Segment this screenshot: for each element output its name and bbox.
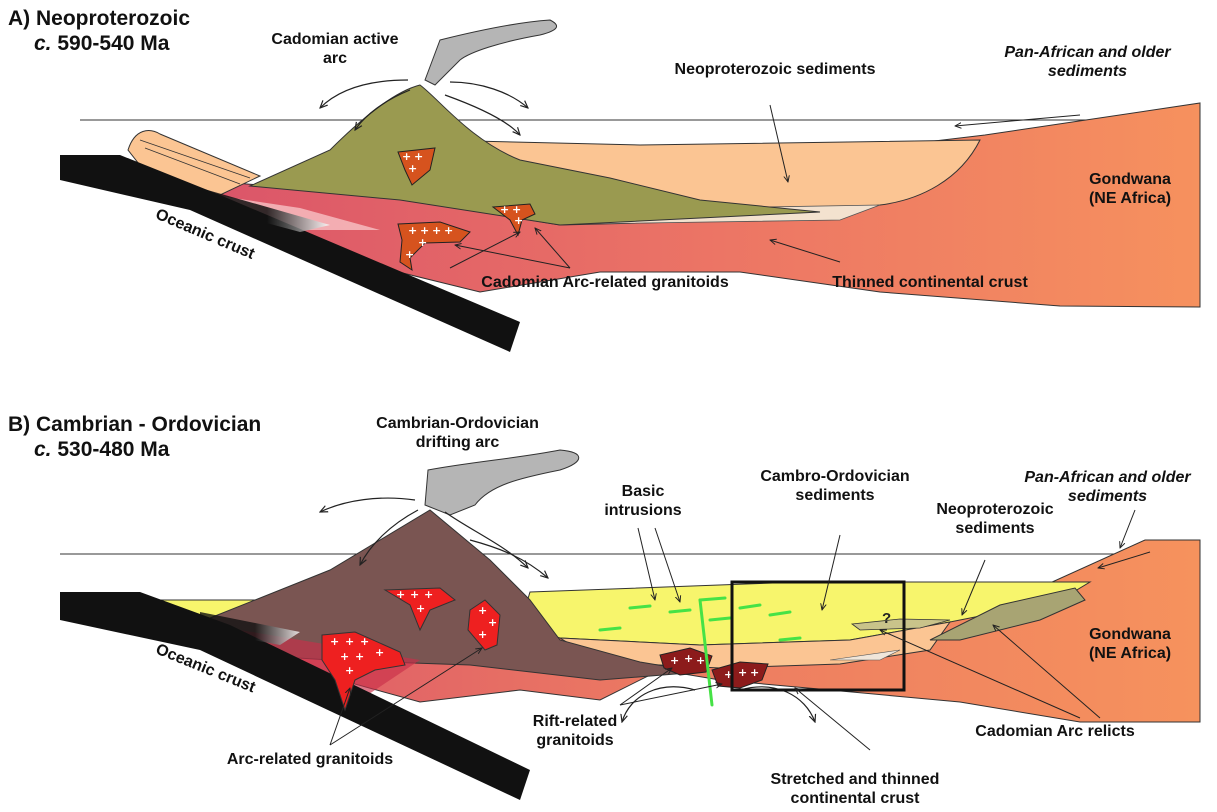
label-stretched-crust: Stretched and thinned continental crust: [760, 770, 950, 808]
pointer-arrow-icon: [1120, 510, 1135, 548]
svg-text:+: +: [670, 654, 679, 667]
svg-text:+: +: [432, 224, 441, 237]
svg-text:+: +: [418, 236, 427, 249]
svg-text:+: +: [375, 646, 384, 659]
svg-text:+: +: [500, 203, 509, 216]
label-cadomian-arc: Cadomian active arc: [270, 30, 400, 68]
age-prefix: c.: [34, 438, 52, 461]
svg-text:+: +: [750, 666, 759, 679]
svg-text:+: +: [514, 214, 523, 227]
curved-arrow-icon: [740, 687, 815, 722]
svg-text:+: +: [478, 628, 487, 641]
age-prefix: c.: [34, 32, 52, 55]
pointer-arrow-icon: [795, 688, 870, 750]
ash-plume-icon: [425, 450, 579, 515]
label-cadomian-relicts: Cadomian Arc relicts: [950, 722, 1160, 741]
svg-text:+: +: [488, 616, 497, 629]
curved-arrow-icon: [450, 82, 528, 108]
svg-text:+: +: [478, 604, 487, 617]
svg-text:+: +: [396, 588, 405, 601]
svg-text:+: +: [345, 635, 354, 648]
svg-text:+: +: [408, 224, 417, 237]
label-neoproterozoic-sediments: Neoproterozoic sediments: [655, 60, 895, 79]
svg-text:+: +: [340, 650, 349, 663]
svg-text:+: +: [410, 588, 419, 601]
question-mark: ?: [882, 610, 891, 627]
label-pan-african-b: Pan-African and older sediments: [1015, 468, 1200, 506]
svg-text:+: +: [424, 588, 433, 601]
label-cambro-ordovician-sediments: Cambro-Ordovician sediments: [760, 467, 910, 505]
svg-text:+: +: [408, 162, 417, 175]
panel-a-title: A) Neoproterozoic c. 590-540 Ma: [8, 6, 190, 56]
label-rift-granitoids: Rift-related granitoids: [520, 712, 630, 750]
label-arc-granitoids: Arc-related granitoids: [200, 750, 420, 769]
label-pan-african: Pan-African and older sediments: [995, 43, 1180, 81]
svg-text:+: +: [360, 635, 369, 648]
panel-b-heading: B) Cambrian - Ordovician: [8, 413, 261, 436]
label-gondwana-b: Gondwana (NE Africa): [1075, 625, 1185, 663]
svg-text:+: +: [416, 602, 425, 615]
panel-a-heading: A) Neoproterozoic: [8, 7, 190, 30]
svg-text:+: +: [684, 652, 693, 665]
panel-a-age: c. 590-540 Ma: [8, 31, 190, 56]
label-drifting-arc: Cambrian-Ordovician drifting arc: [360, 414, 555, 452]
curved-arrow-icon: [320, 498, 415, 512]
svg-text:+: +: [330, 635, 339, 648]
svg-text:+: +: [738, 666, 747, 679]
panel-b-title: B) Cambrian - Ordovician c. 530-480 Ma: [8, 412, 261, 462]
svg-text:+: +: [696, 654, 705, 667]
age-value: 590-540 Ma: [57, 32, 169, 55]
age-value: 530-480 Ma: [57, 438, 169, 461]
ash-plume-icon: [425, 20, 557, 85]
svg-text:+: +: [345, 664, 354, 677]
label-cadomian-granitoids: Cadomian Arc-related granitoids: [450, 273, 760, 292]
svg-text:+: +: [444, 224, 453, 237]
svg-text:+: +: [355, 650, 364, 663]
label-gondwana-a: Gondwana (NE Africa): [1075, 170, 1185, 208]
label-basic-intrusions: Basic intrusions: [598, 482, 688, 520]
panel-b-age: c. 530-480 Ma: [8, 437, 261, 462]
svg-text:+: +: [405, 248, 414, 261]
label-thinned-crust: Thinned continental crust: [800, 273, 1060, 292]
